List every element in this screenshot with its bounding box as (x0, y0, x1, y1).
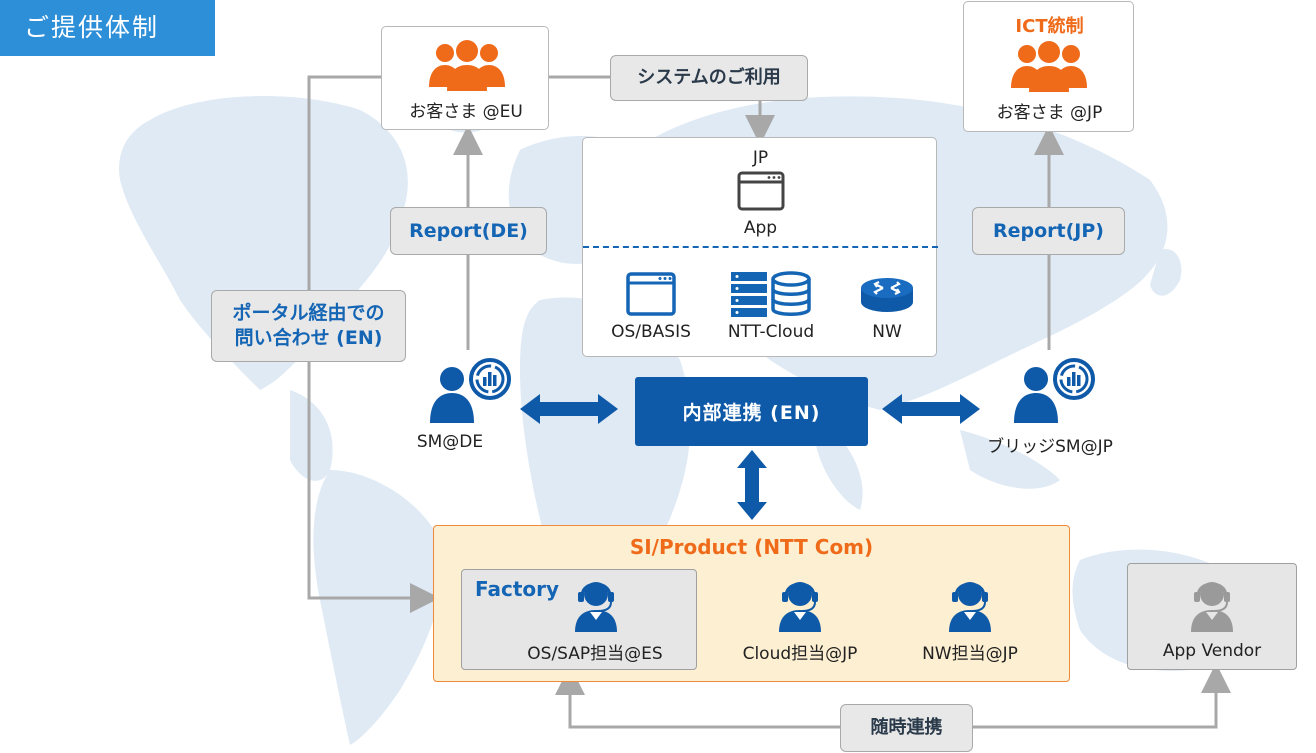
headset-operator-icon (949, 582, 991, 632)
service-manager-icon (1014, 358, 1095, 423)
customer-group-icon (429, 40, 505, 91)
ntt-cloud-label: NTT-Cloud (727, 322, 815, 342)
portal-inquiry-line2: 問い合わせ (EN) (234, 327, 383, 349)
headset-operator-icon (575, 582, 617, 632)
report-jp-tag: Report(JP) (972, 207, 1125, 255)
server-database-icon (731, 271, 811, 317)
internal-coordination-box: 内部連携 (EN) (635, 377, 868, 446)
app-label: App (743, 218, 778, 238)
customer-eu-label: お客さま @EU (409, 102, 523, 122)
portal-inquiry-tag: ポータル経由での 問い合わせ (EN) (211, 290, 406, 362)
customer-eu-box: お客さま @EU (381, 26, 549, 130)
app-vendor-label: App Vendor (1162, 641, 1262, 661)
page-title: ご提供体制 (0, 0, 215, 56)
customer-jp-box: ICT統制 お客さま @JP (963, 1, 1134, 132)
portal-inquiry-line1: ポータル経由での (232, 302, 385, 325)
ict-governance-title: ICT統制 (1015, 16, 1084, 37)
customer-group-icon (1011, 41, 1087, 92)
nw-member-label: NW担当@JP (922, 644, 1018, 664)
os-basis-label: OS/BASIS (611, 322, 691, 342)
cloud-member-label: Cloud担当@JP (742, 644, 858, 664)
headset-operator-icon (779, 582, 821, 632)
system-box: JP App OS/BASIS NTT-Cloud (582, 137, 938, 357)
system-use-tag: システムのご利用 (610, 55, 808, 101)
bridge-sm-jp-label: ブリッジSM@JP (987, 437, 1113, 457)
os-window-icon (626, 272, 676, 316)
router-icon (861, 278, 913, 312)
dashed-divider (583, 246, 938, 248)
app-window-icon (737, 171, 785, 211)
system-jp-label: JP (752, 148, 769, 168)
nw-label: NW (872, 322, 902, 342)
service-manager-icon (430, 358, 511, 423)
headset-operator-icon (1191, 582, 1233, 632)
adhoc-coordination-tag: 随時連携 (840, 704, 973, 752)
factory-label: Factory (475, 577, 560, 601)
report-de-tag: Report(DE) (390, 207, 547, 255)
si-product-title: SI/Product (NTT Com) (629, 535, 874, 559)
customer-jp-label: お客さま @JP (996, 103, 1103, 123)
os-sap-member-label: OS/SAP担当@ES (527, 644, 663, 664)
sm-de-label: SM@DE (416, 432, 484, 452)
